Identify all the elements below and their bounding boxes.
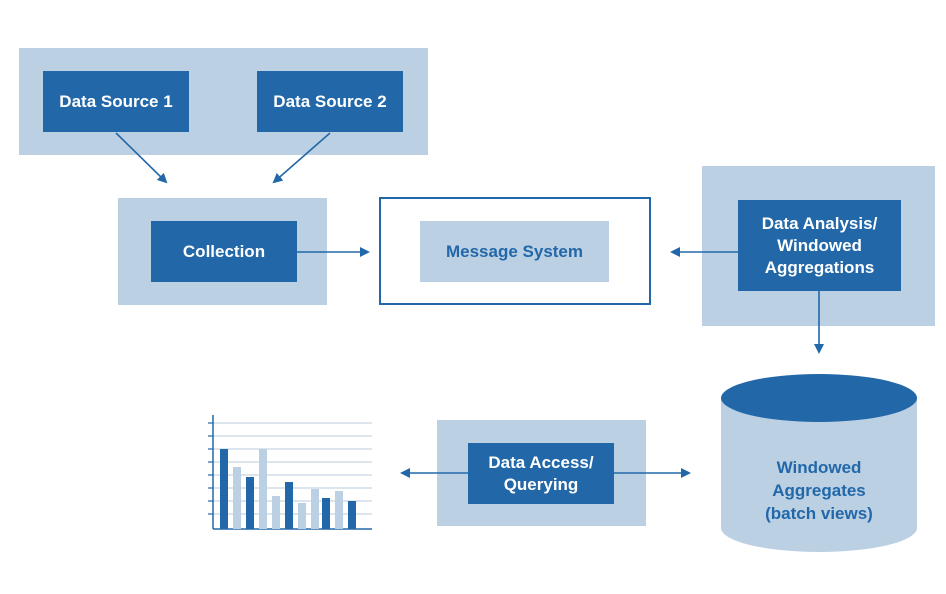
message-system-node: Message System: [420, 221, 609, 282]
windowed-aggregates-label: Windowed Aggregates (batch views): [765, 458, 873, 523]
data-source-1-node: Data Source 1: [43, 71, 189, 132]
data-access-node: Data Access/ Querying: [468, 443, 614, 504]
data-analysis-node: Data Analysis/ Windowed Aggregations: [738, 200, 901, 291]
bar-chart-icon: [208, 415, 372, 530]
arrow-source1-to-collection: [115, 132, 168, 184]
data-source-2-node: Data Source 2: [257, 71, 403, 132]
database-cylinder-icon: [721, 374, 917, 552]
collection-node: Collection: [151, 221, 297, 282]
arrow-source2-to-collection: [272, 132, 331, 184]
